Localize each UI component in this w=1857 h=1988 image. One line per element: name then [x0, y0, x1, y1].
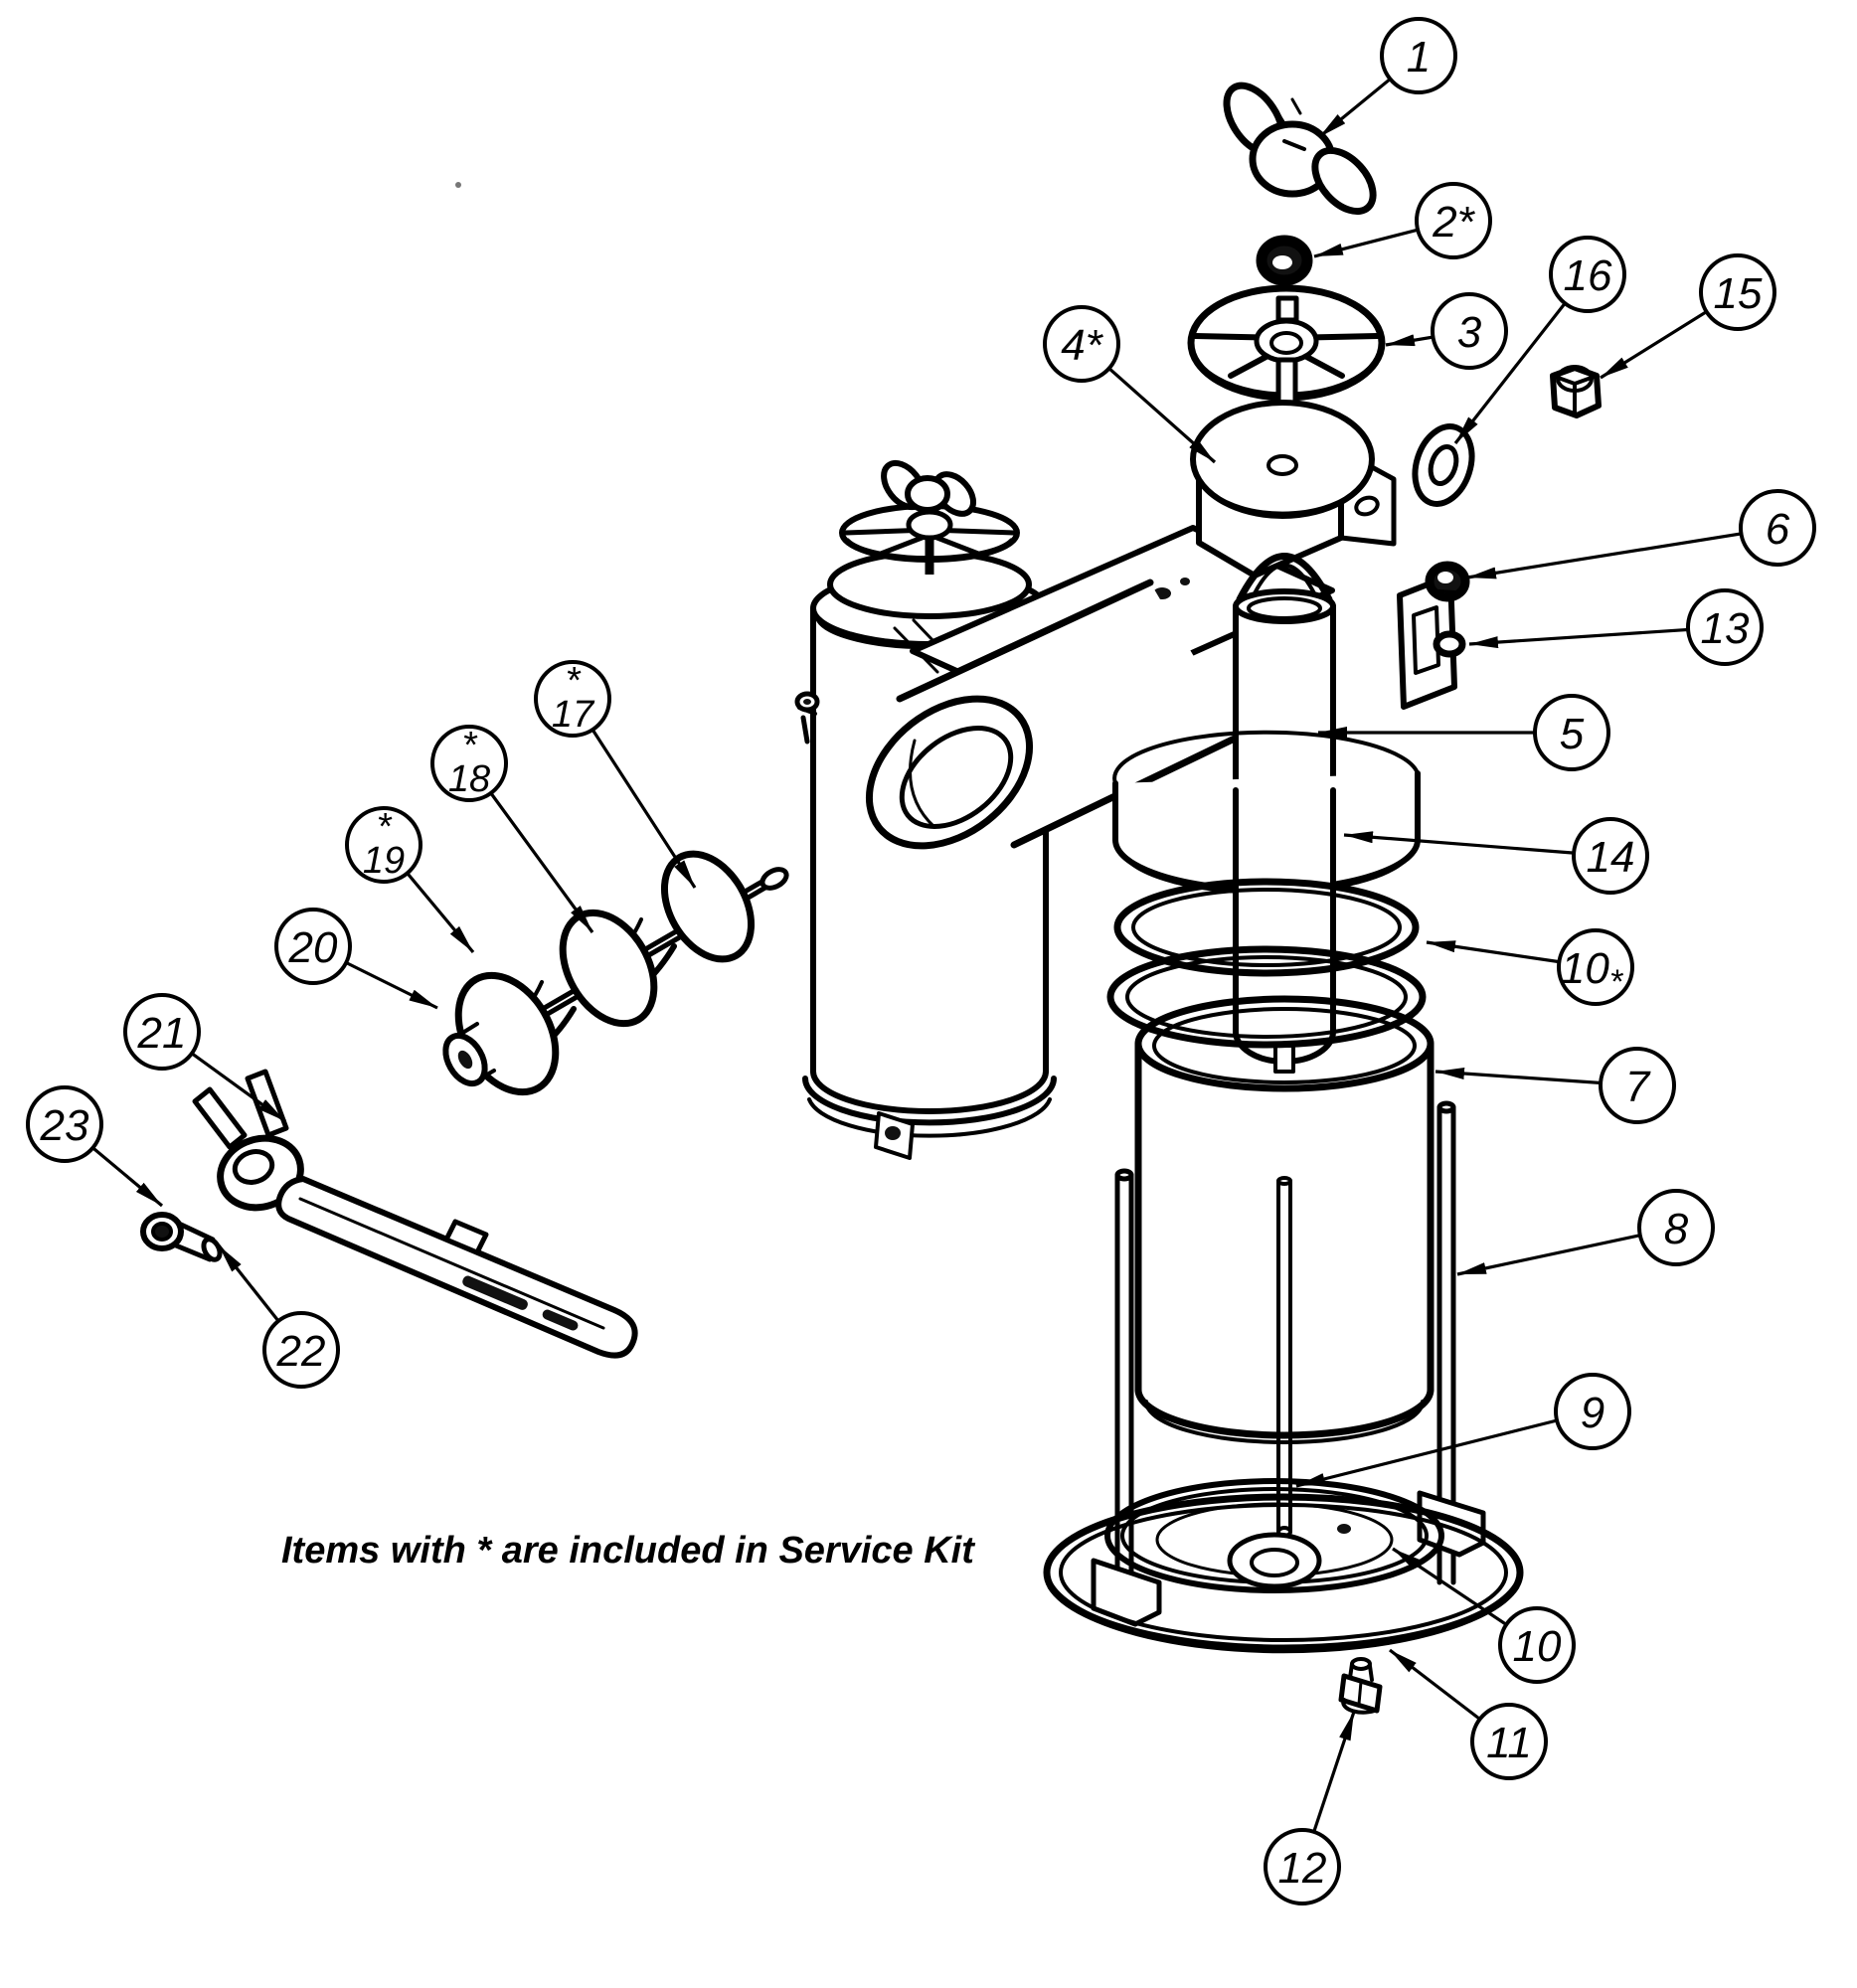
seal-nut-2: [1256, 235, 1313, 286]
o-ring-seals-10: [1106, 878, 1427, 1049]
callout-14: 14: [1343, 817, 1649, 895]
riser-tube-5: [1233, 553, 1336, 793]
wing-nut-1: [1223, 82, 1377, 216]
callout-9: 9: [1295, 1373, 1631, 1488]
auger-disc-middle: [559, 909, 658, 1028]
callout-13: 13: [1468, 588, 1764, 666]
service-kit-note: Items with * are included in Service Kit: [281, 1530, 975, 1572]
callout-18: *18: [430, 725, 594, 933]
speck: [455, 182, 461, 188]
svg-text:15: 15: [1714, 269, 1763, 318]
svg-text:7: 7: [1625, 1063, 1651, 1111]
callout-11: 11: [1389, 1648, 1548, 1780]
drain-plug-12: [1338, 1657, 1383, 1715]
handwheel-3: [1187, 284, 1386, 436]
callout-10s: 10*: [1426, 928, 1634, 1006]
svg-text:16: 16: [1564, 251, 1612, 300]
callout-5: 5: [1318, 694, 1610, 771]
filter-element-cylinder-7: [1134, 995, 1435, 1444]
svg-text:18: 18: [448, 758, 490, 800]
svg-text:3: 3: [1457, 308, 1482, 357]
gasket-disc-4: [1190, 400, 1375, 519]
svg-text:5: 5: [1560, 710, 1585, 758]
spanner-wrench-21: [192, 1069, 638, 1359]
callout-23: 23: [26, 1085, 164, 1208]
svg-text:1: 1: [1407, 33, 1431, 82]
svg-text:23: 23: [40, 1101, 89, 1150]
agitator-auger: [442, 850, 789, 1096]
svg-text:9: 9: [1581, 1389, 1604, 1437]
svg-text:17: 17: [552, 694, 595, 736]
lock-nut-6: [1425, 561, 1470, 602]
retaining-ring-10: [1104, 1478, 1444, 1593]
support-rods-8: [1091, 1100, 1486, 1627]
svg-text:2*: 2*: [1432, 198, 1475, 247]
svg-text:*: *: [377, 806, 393, 848]
svg-text:14: 14: [1587, 833, 1635, 882]
rod-foot-left: [1091, 1558, 1162, 1627]
bail-handle: [1236, 553, 1333, 603]
svg-text:20: 20: [288, 923, 338, 972]
flat-washer-16: [1412, 423, 1475, 507]
svg-text:4*: 4*: [1061, 321, 1103, 370]
callout-10: 10: [1392, 1547, 1576, 1684]
callout-3: 3: [1385, 292, 1508, 370]
callout-16: 16: [1453, 236, 1626, 444]
svg-text:*: *: [462, 725, 478, 766]
callout-21: 21: [123, 993, 286, 1123]
callout-4: 4*: [1043, 305, 1217, 464]
inlet-snout-tube: [865, 579, 1245, 850]
svg-text:19: 19: [363, 840, 405, 882]
callout-17: *17: [534, 660, 697, 889]
snout-mouth: [865, 695, 1034, 850]
svg-text:21: 21: [137, 1009, 187, 1058]
callout-20: 20: [274, 908, 438, 1010]
auger-disc-right: [660, 850, 756, 963]
svg-text:22: 22: [276, 1327, 326, 1376]
svg-text:13: 13: [1701, 604, 1750, 653]
callout-7: 7: [1435, 1047, 1676, 1124]
callout-8: 8: [1456, 1189, 1715, 1276]
standpipe-lower: [1233, 787, 1336, 1074]
callout-2: 2*: [1313, 182, 1492, 259]
svg-text:12: 12: [1278, 1844, 1327, 1893]
callout-1: 1: [1317, 17, 1457, 139]
svg-text:10: 10: [1513, 1622, 1562, 1671]
clamp-bolt-22-23: [140, 1212, 223, 1262]
hex-nut-15: [1550, 365, 1602, 418]
callout-12: 12: [1264, 1711, 1356, 1905]
callout-15: 15: [1600, 253, 1776, 380]
callout-6: 6: [1466, 489, 1816, 580]
svg-text:6: 6: [1766, 505, 1790, 554]
callout-19: *19: [345, 806, 475, 954]
callout-22: 22: [217, 1244, 340, 1389]
svg-text:*: *: [566, 660, 582, 702]
small-washer-13: [1433, 630, 1466, 658]
rod-foot-right: [1417, 1490, 1486, 1558]
svg-text:8: 8: [1664, 1205, 1689, 1253]
svg-text:10*: 10*: [1561, 944, 1624, 1001]
svg-text:11: 11: [1486, 1719, 1532, 1767]
